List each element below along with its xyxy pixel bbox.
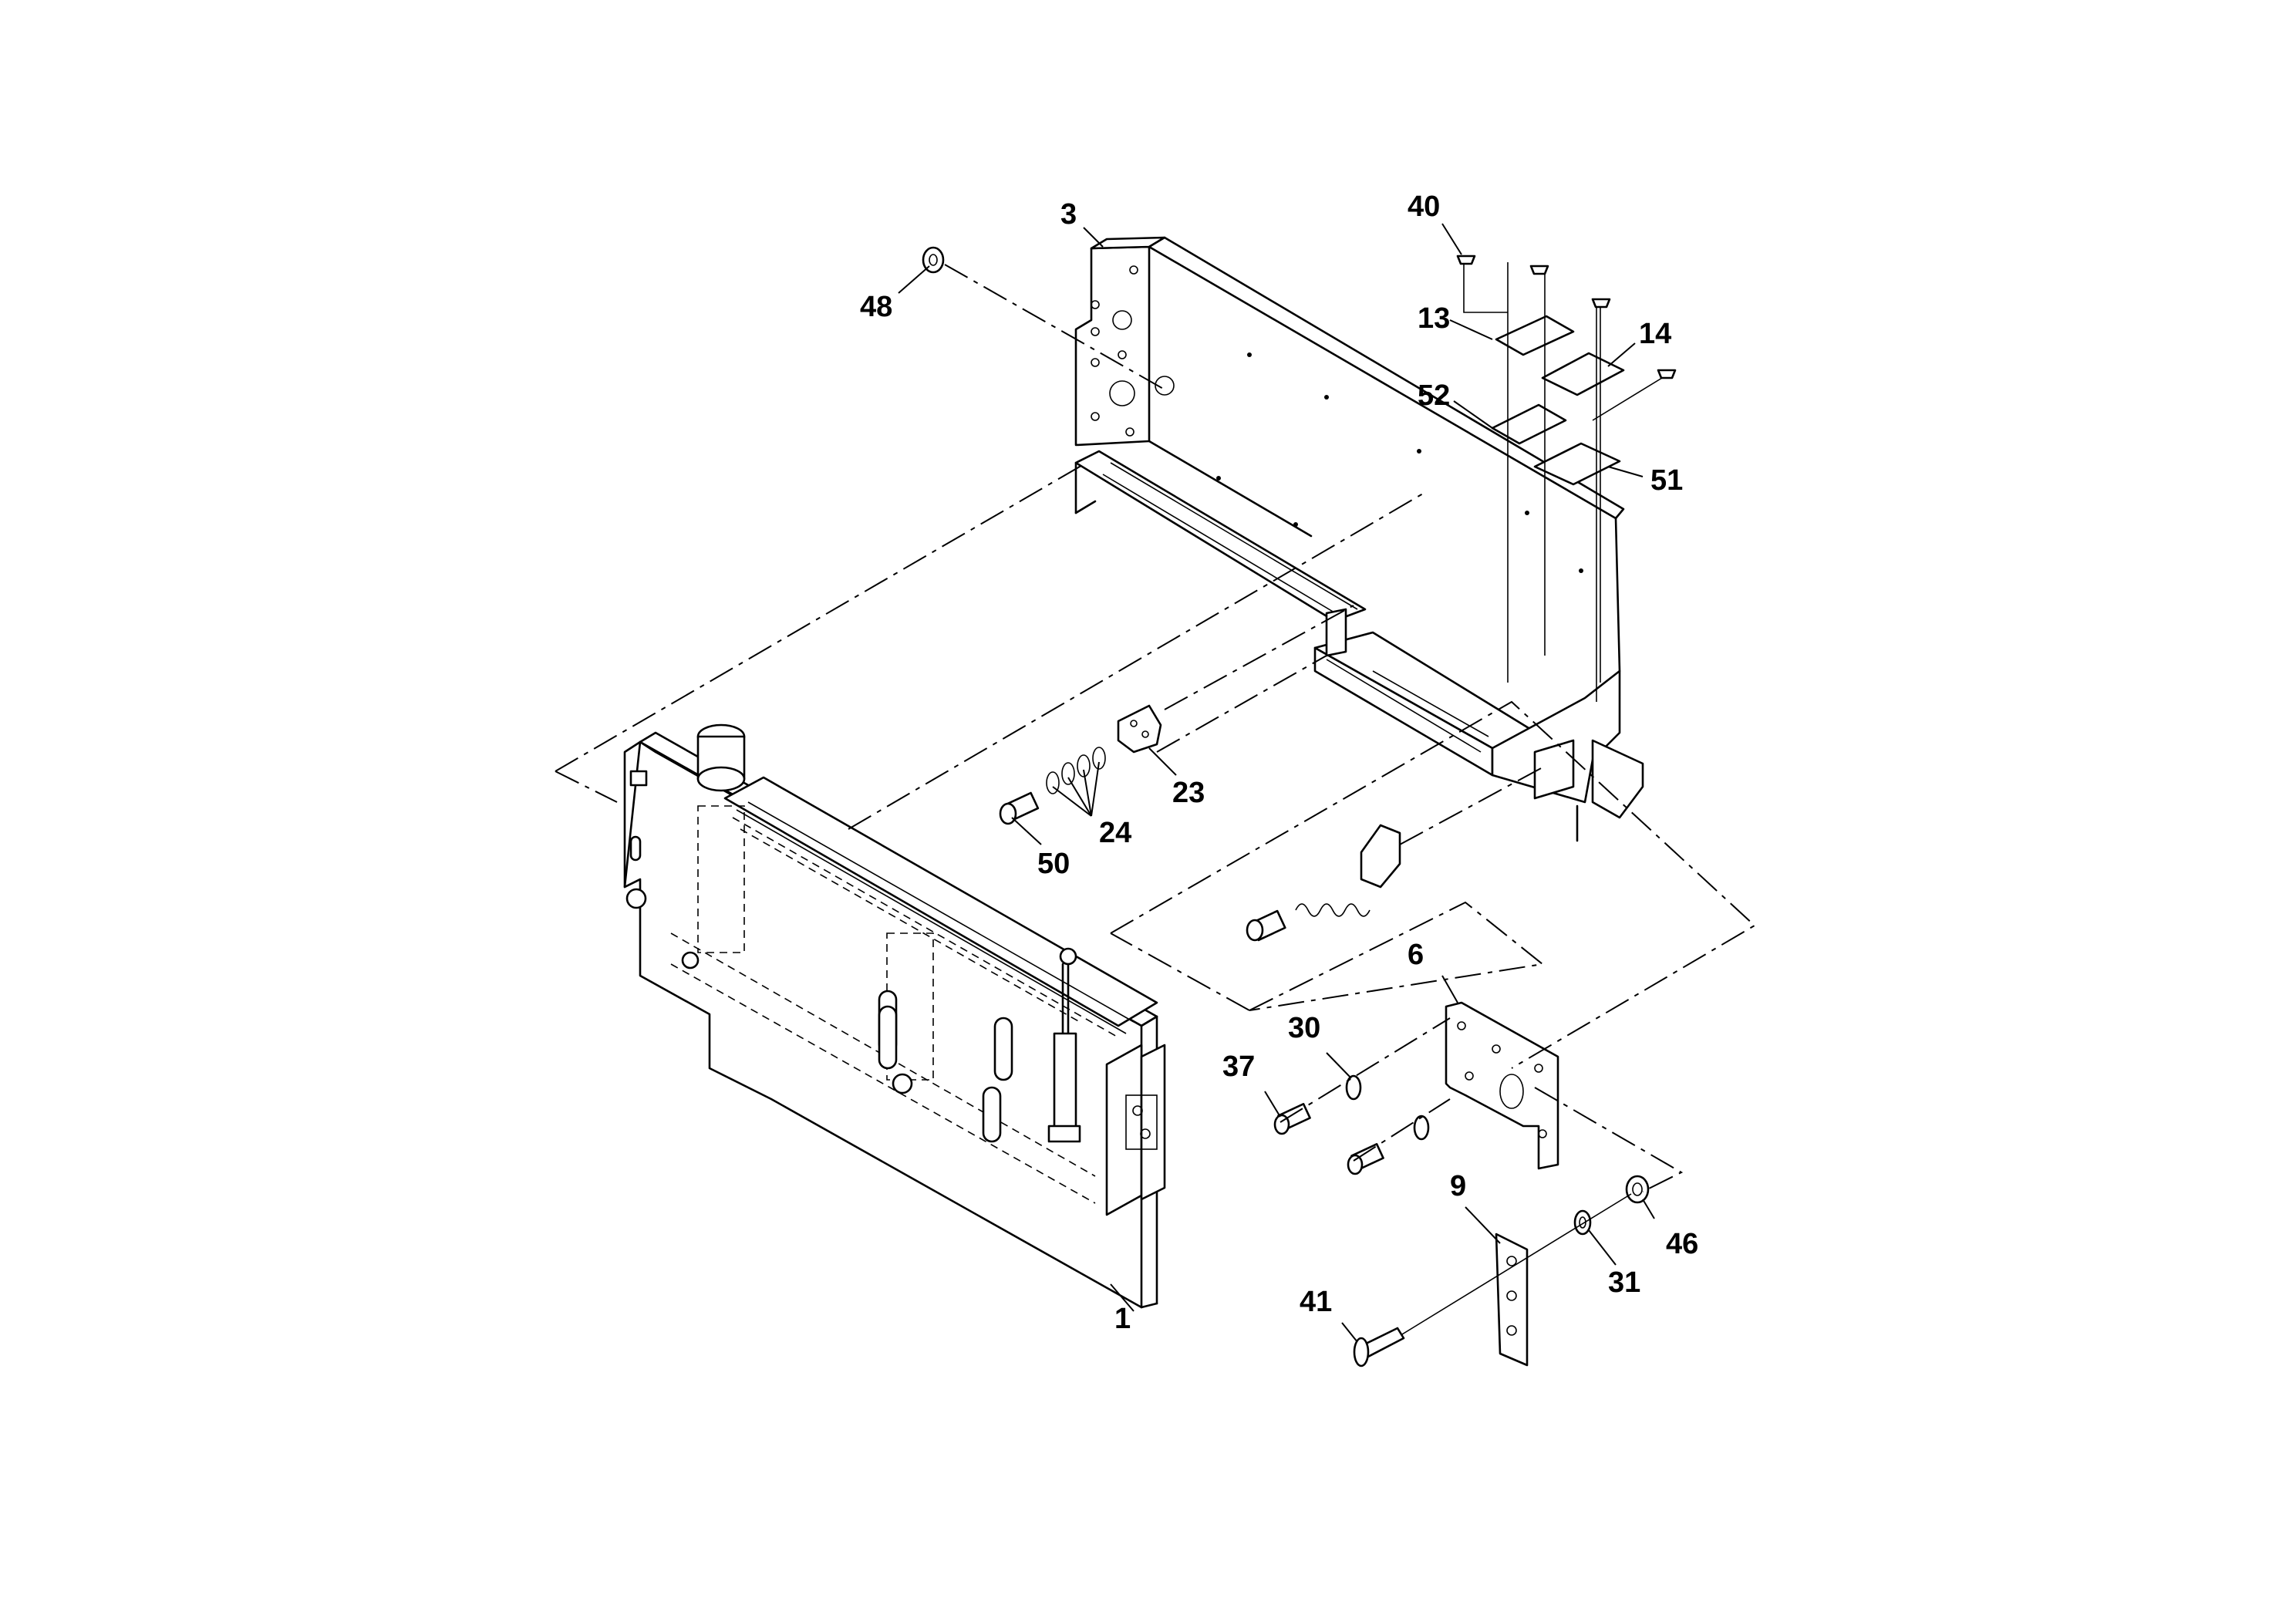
part-9-strip bbox=[1495, 1233, 1529, 1367]
spring-assembly bbox=[1246, 824, 1401, 942]
part-41-screw bbox=[1353, 1327, 1405, 1367]
part-30-washers bbox=[1345, 1074, 1430, 1141]
part-13-plate bbox=[1495, 315, 1575, 356]
part-50-bolt bbox=[999, 791, 1040, 825]
callout-30: 30 bbox=[1288, 1012, 1320, 1044]
part-46-nut bbox=[1625, 1175, 1650, 1204]
callout-1: 1 bbox=[1114, 1303, 1131, 1335]
callout-50: 50 bbox=[1037, 848, 1070, 880]
part-40-screws bbox=[1456, 255, 1677, 379]
callout-37: 37 bbox=[1222, 1050, 1255, 1083]
callout-52: 52 bbox=[1418, 379, 1450, 412]
leader-lines bbox=[898, 223, 1655, 1343]
part-31-washer bbox=[1573, 1209, 1592, 1236]
callout-48: 48 bbox=[860, 291, 892, 323]
callout-3: 3 bbox=[1060, 198, 1077, 231]
callout-13: 13 bbox=[1418, 302, 1450, 335]
callout-40: 40 bbox=[1408, 191, 1440, 223]
part-51-plate bbox=[1533, 442, 1621, 486]
part-6-bracket bbox=[1445, 1001, 1559, 1170]
part-14-plate bbox=[1541, 352, 1625, 396]
callout-14: 14 bbox=[1639, 318, 1671, 350]
part-52-plate bbox=[1491, 403, 1567, 445]
part-1-front-assembly bbox=[623, 723, 1166, 1309]
part-24-washers bbox=[1046, 747, 1106, 794]
callout-41: 41 bbox=[1300, 1286, 1332, 1318]
chain bbox=[732, 817, 1119, 1038]
part-23-plate bbox=[1117, 704, 1162, 754]
callout-6: 6 bbox=[1408, 939, 1424, 971]
callout-51: 51 bbox=[1650, 464, 1683, 497]
callout-23: 23 bbox=[1172, 777, 1205, 809]
callout-31: 31 bbox=[1608, 1266, 1640, 1299]
callout-9: 9 bbox=[1450, 1170, 1466, 1202]
callouts: 3 48 40 13 14 52 51 23 24 50 6 30 37 9 4… bbox=[860, 191, 1698, 1335]
part-3-rear-frame bbox=[1074, 236, 1644, 842]
assembly-lines bbox=[555, 262, 1756, 1335]
callout-46: 46 bbox=[1666, 1228, 1698, 1260]
callout-24: 24 bbox=[1099, 817, 1131, 849]
gas-spring bbox=[1047, 947, 1081, 1143]
part-37-bolts bbox=[1273, 1103, 1384, 1175]
